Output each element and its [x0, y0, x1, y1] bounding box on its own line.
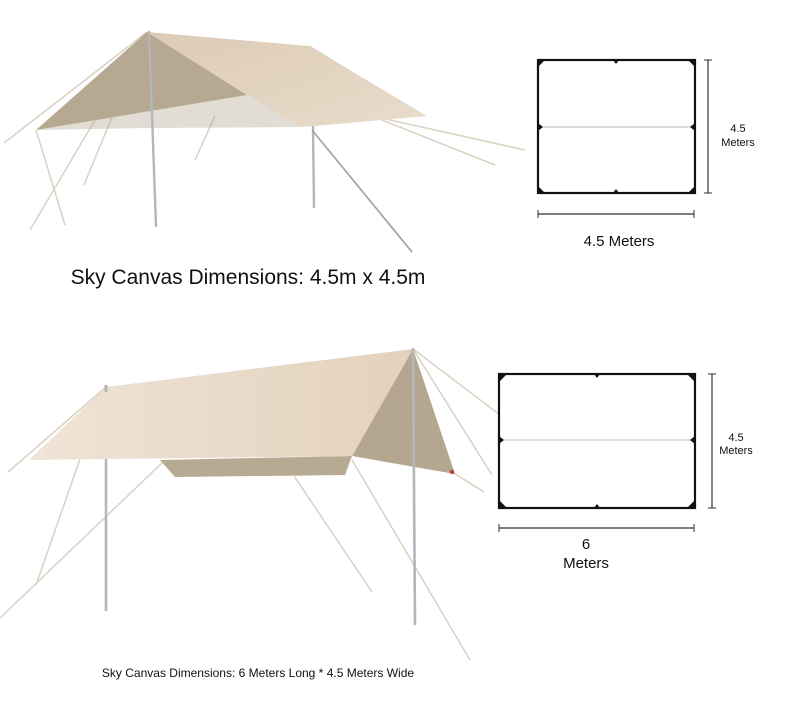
width-unit-rectangle: Meters — [563, 555, 609, 572]
width-label-square: 4.5 Meters — [583, 233, 655, 250]
canvas-roof — [29, 349, 413, 460]
plan-diagram-rectangle — [497, 372, 716, 532]
caption-square-dimensions: Sky Canvas Dimensions: 4.5m x 4.5m — [70, 266, 426, 289]
caption-rectangle-dimensions: Sky Canvas Dimensions: 6 Meters Long * 4… — [101, 666, 415, 680]
canvas-side-panel — [36, 32, 247, 130]
plan-diagram-square — [536, 58, 712, 218]
height-unit-rectangle: Meters — [719, 445, 753, 457]
height-value-square: 4.5 — [730, 123, 746, 135]
canvas-roof — [147, 32, 427, 127]
width-value-rectangle: 6 — [581, 536, 591, 553]
height-value-rectangle: 4.5 — [728, 432, 744, 444]
height-unit-square: Meters — [721, 137, 755, 149]
tarp-illustration-rectangle — [0, 347, 521, 661]
tarp-illustration-square — [3, 30, 526, 253]
canvas-side-panel — [352, 349, 455, 474]
